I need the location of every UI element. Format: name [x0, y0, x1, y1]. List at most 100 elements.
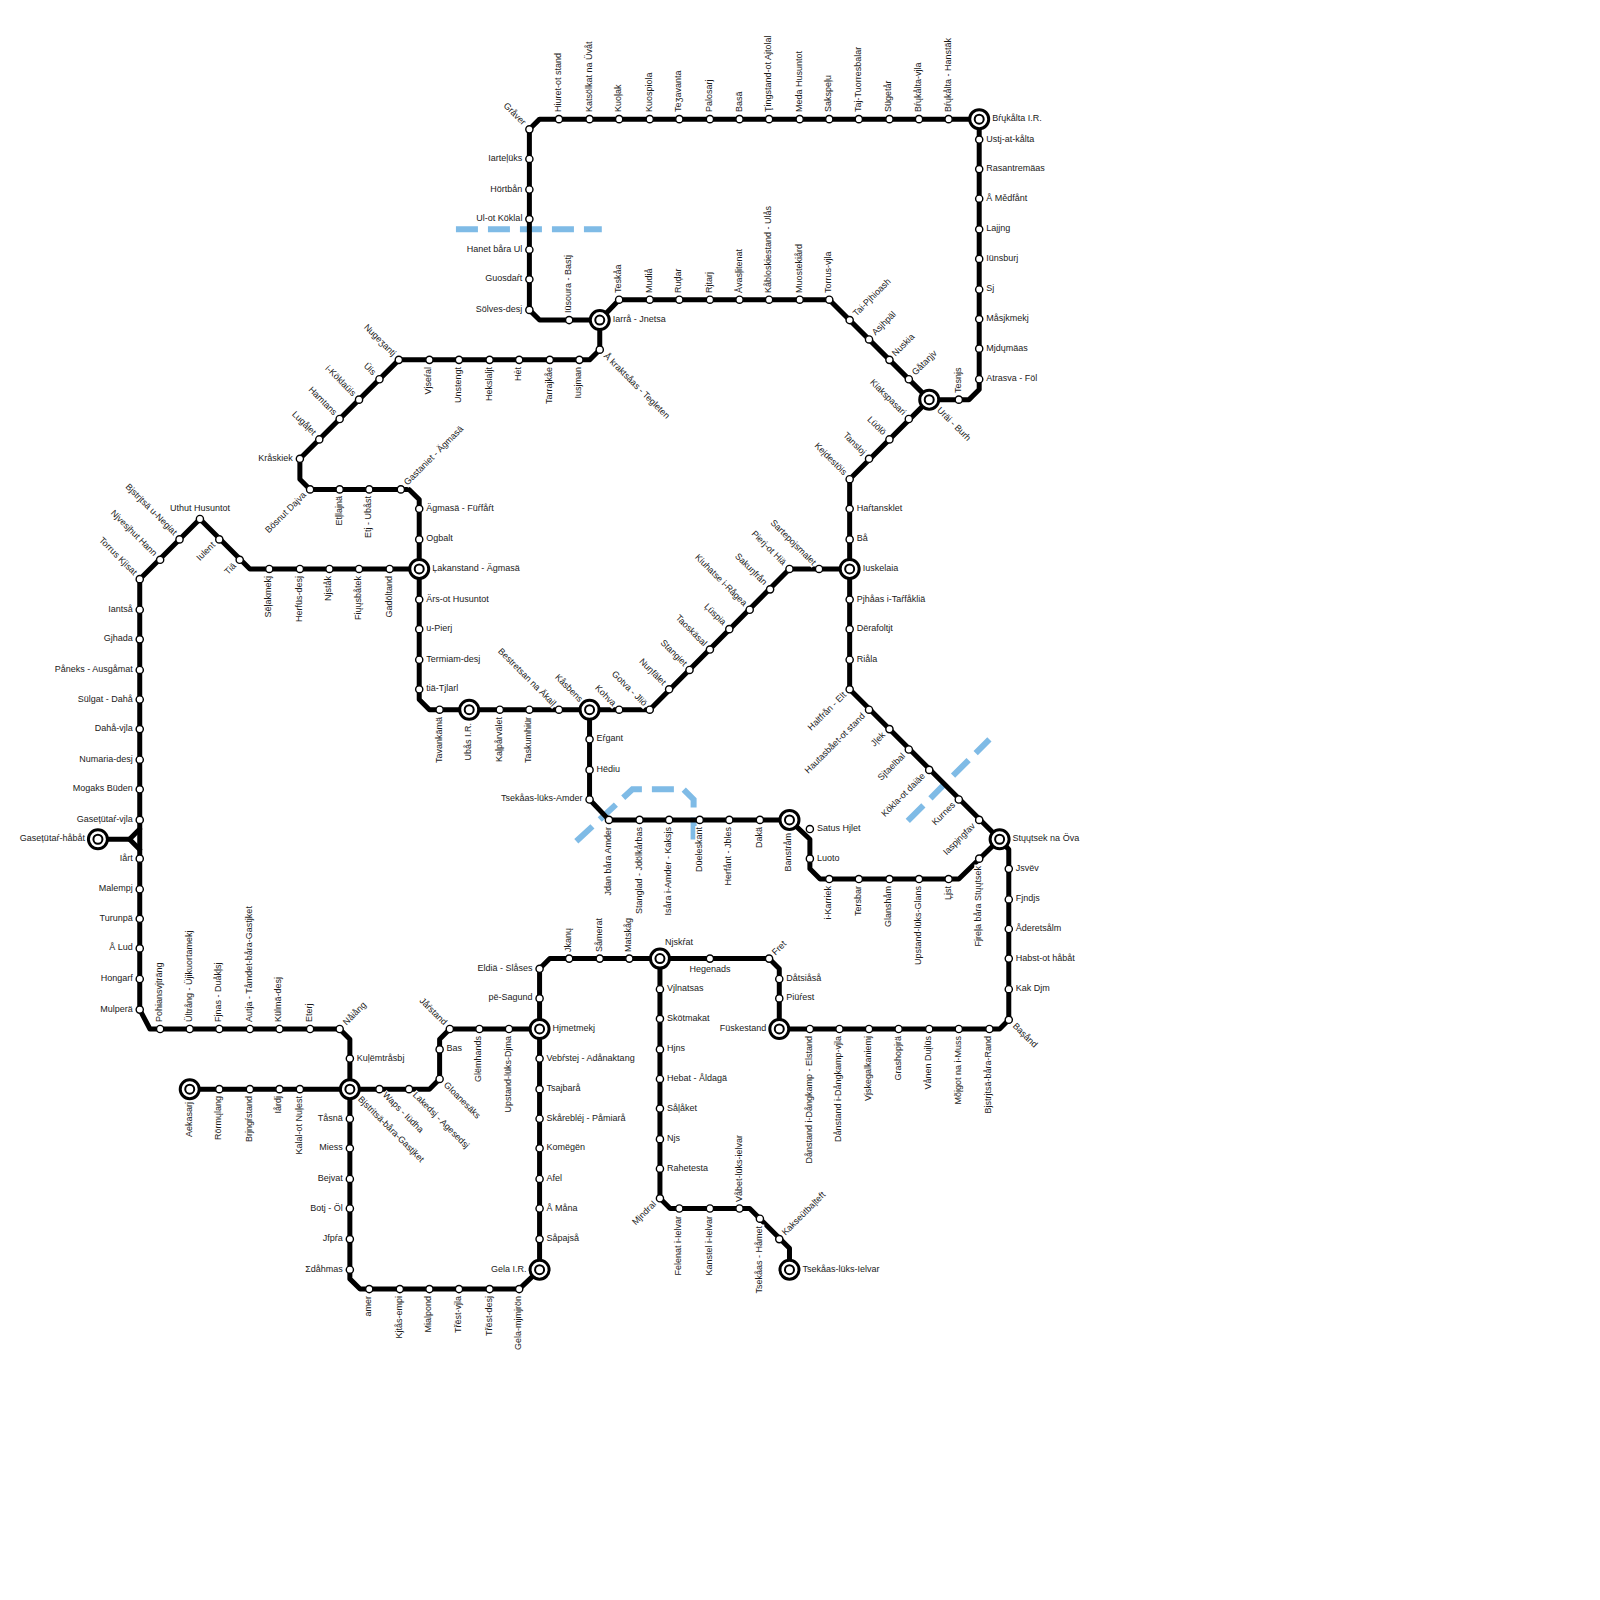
station-dot	[516, 356, 523, 363]
station-dot	[246, 1025, 253, 1032]
station-label: Bŕųkålta I.R.	[991, 114, 1043, 123]
station-dot	[815, 565, 822, 572]
station-label: Iårdj	[275, 1095, 284, 1115]
station-dot	[1005, 865, 1012, 872]
station-label: Kuoļak	[614, 84, 623, 114]
station-label: Ul-ot Köklal	[475, 214, 523, 223]
station-dot	[555, 706, 562, 713]
interchange-core	[845, 564, 854, 573]
station-dot	[446, 1025, 453, 1032]
station-label: Njskŕat	[664, 937, 694, 946]
station-label: Turunpä	[99, 914, 134, 923]
station-label: Skårebléj - Påmiarå	[546, 1114, 627, 1123]
station-dot	[955, 796, 962, 803]
station-dot	[296, 1086, 303, 1093]
station-label: Gloanesäks	[441, 1080, 483, 1122]
station-label: Gadöltand	[385, 575, 394, 619]
station-label: Ļüspia	[702, 601, 729, 628]
station-label: Påneks - Ausgåmat	[54, 665, 134, 674]
station-dot	[636, 816, 643, 823]
station-label: Taskumhiür	[525, 716, 534, 764]
station-label: Bas	[446, 1045, 464, 1054]
station-label: Iünsburj	[985, 254, 1019, 263]
station-dot	[886, 726, 893, 733]
station-dot	[405, 1086, 412, 1093]
station-dot	[586, 736, 593, 743]
station-label: Torrus-vjla	[825, 250, 834, 294]
station-dot	[976, 345, 983, 352]
station-label: Třëst-vjla	[454, 1295, 463, 1334]
interchange-core	[185, 1085, 194, 1094]
station-dot	[976, 286, 983, 293]
station-dot	[216, 1025, 223, 1032]
station-label: Piüŕest	[785, 994, 815, 1003]
interchange-ring	[970, 110, 989, 129]
station-dot	[905, 746, 912, 753]
station-dot	[136, 975, 143, 982]
station-label: Våbet-lüks-ielvar	[735, 1133, 744, 1202]
track-line	[190, 1029, 540, 1089]
station-label: Mõįgot na i-Muss	[954, 1035, 963, 1106]
station-dot	[905, 415, 912, 422]
station-dot	[505, 1025, 512, 1032]
station-dot	[855, 875, 862, 882]
station-label: Gjhada	[103, 635, 134, 644]
station-dot	[336, 1025, 343, 1032]
station-dot	[366, 1285, 373, 1292]
station-label: Mjndral	[630, 1199, 659, 1228]
station-label: Dåtsiåså	[785, 974, 822, 983]
station-label: Autja - Tåmdet-båra-Gastjket	[245, 905, 254, 1023]
station-dot	[355, 565, 362, 572]
station-label: Jļek	[869, 730, 888, 749]
station-dot	[976, 226, 983, 233]
station-dot	[806, 825, 813, 832]
station-label: Tsajbarå	[546, 1084, 582, 1093]
station-label: Bösnut Dajva	[263, 490, 309, 536]
station-label: Stųųtsek na Öva	[1012, 835, 1081, 844]
station-label: Såpajså	[546, 1234, 581, 1243]
station-label: Dånstand i-Dångkamp - Elstand	[805, 1035, 814, 1165]
station-dot	[186, 1025, 193, 1032]
station-label: Grashopjrä	[894, 1035, 903, 1082]
station-dot	[566, 316, 573, 323]
station-dot	[626, 955, 633, 962]
station-label: Kåbloskiestand - Ulås	[764, 205, 773, 294]
interchange-ring	[770, 1019, 789, 1038]
station-label: Tavankämä	[435, 716, 444, 764]
station-dot	[586, 766, 593, 773]
interchange-ring	[580, 700, 599, 719]
interchange-core	[785, 1265, 794, 1274]
station-label: Njs	[666, 1134, 681, 1143]
interchange-ring	[530, 1019, 549, 1038]
station-dot	[945, 875, 952, 882]
interchange-core	[415, 564, 424, 573]
station-dot	[136, 756, 143, 763]
station-dot	[216, 1086, 223, 1093]
interchange-core	[975, 115, 984, 124]
station-dot	[436, 1046, 443, 1053]
station-label: Pohiansvjträng	[155, 961, 164, 1023]
station-dot	[555, 116, 562, 123]
station-dot	[266, 565, 273, 572]
station-label: Tsekåas-lüks-Amder	[500, 795, 584, 804]
station-dot	[236, 556, 243, 563]
station-label: Tesnjs	[954, 366, 963, 394]
station-label: Hekslaljt	[485, 366, 494, 402]
station-label: Rjtarj	[705, 271, 714, 294]
station-dot	[566, 955, 573, 962]
station-label: i-Köklaüis	[322, 363, 358, 399]
station-dot	[336, 486, 343, 493]
station-dot	[955, 396, 962, 403]
station-label: Iüsoura - Bastj	[564, 254, 573, 314]
station-dot	[1005, 896, 1012, 903]
station-label: Gåtaŋjv	[910, 348, 940, 378]
station-dot	[396, 1285, 403, 1292]
station-label: Kuospiola	[645, 72, 654, 114]
interchange-symbol	[780, 810, 799, 829]
station-label: Dakä	[755, 826, 764, 849]
interchange-core	[535, 1265, 544, 1274]
station-label: Jåŕstand	[416, 996, 449, 1029]
station-dot	[536, 1055, 543, 1062]
station-dot	[426, 1285, 433, 1292]
